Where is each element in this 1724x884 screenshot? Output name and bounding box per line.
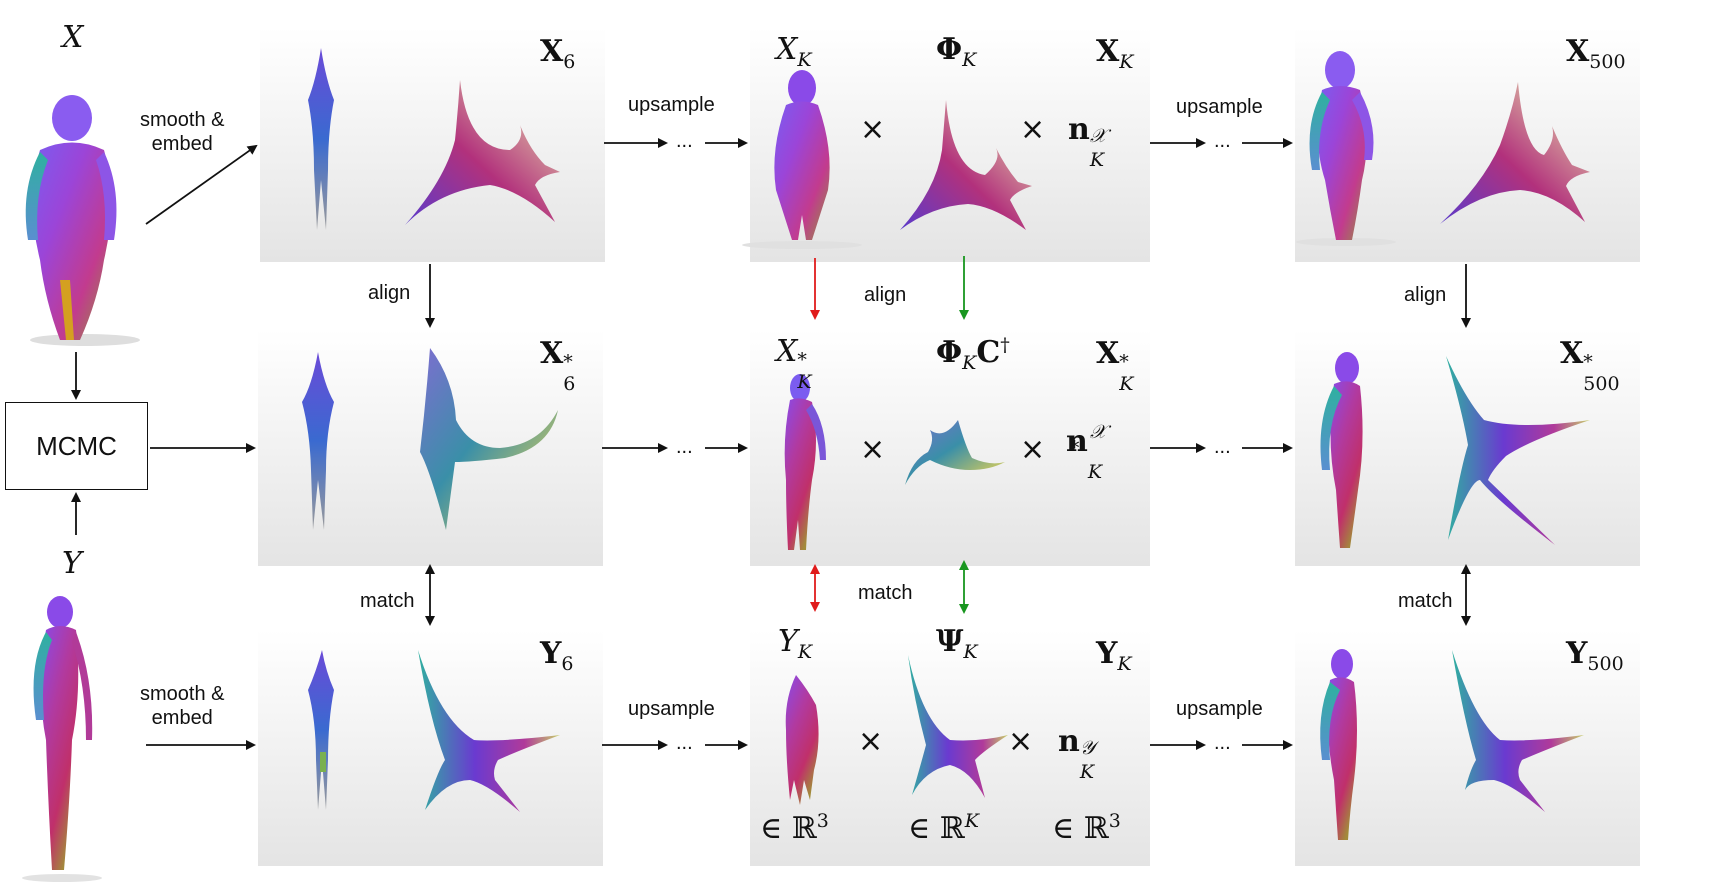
mcmc-label: MCMC	[36, 430, 117, 461]
label-match-1: match	[360, 590, 415, 612]
shape-y6-spike	[308, 650, 334, 810]
label-in-rk: ∈ ℝK	[908, 810, 979, 846]
ellipsis-3: ...	[676, 732, 693, 754]
label-x-mesh: X	[62, 20, 84, 55]
shape-x6-star-star	[420, 348, 558, 530]
shape-x6-spike	[308, 48, 334, 230]
label-xk-star-bold: X*K	[1096, 336, 1134, 395]
times-yk-1: ×	[858, 724, 884, 759]
shape-x500-star	[1440, 82, 1590, 224]
label-y-mesh: Y	[62, 546, 82, 581]
shape-yk-figure	[785, 675, 819, 805]
ellipsis-5: ...	[1214, 436, 1231, 458]
label-in-r3-1: ∈ ℝ3	[760, 810, 829, 846]
mcmc-box: MCMC	[5, 402, 148, 490]
mesh-x-figure	[25, 95, 140, 346]
shape-xk-figure	[742, 70, 862, 249]
label-y6: Y6	[540, 636, 574, 675]
label-smooth-embed-x: smooth &embed	[140, 109, 225, 155]
mesh-y-figure	[22, 596, 102, 882]
label-align-3: align	[1404, 284, 1447, 306]
times-yk-2: ×	[1008, 724, 1034, 759]
label-x500-star: X*500	[1560, 336, 1620, 395]
ellipsis-1: ...	[676, 130, 693, 152]
shape-x6-star	[405, 80, 560, 225]
times-xk-2: ×	[1020, 112, 1046, 147]
ellipsis-4: ...	[1214, 130, 1231, 152]
ellipsis-2: ...	[676, 436, 693, 458]
label-yk-bold: YK	[1096, 636, 1132, 675]
label-upsample-4: upsample	[1176, 698, 1263, 720]
label-smooth-embed-y: smooth &embed	[140, 683, 225, 729]
times-xk-1: ×	[860, 112, 886, 147]
label-yk-mesh: YK	[778, 624, 813, 663]
label-psi-k: ΨK	[936, 624, 978, 663]
label-upsample-2: upsample	[1176, 96, 1263, 118]
panel-y6	[258, 630, 603, 866]
shape-x500-star-figure	[1320, 352, 1363, 548]
label-align-1: align	[368, 282, 411, 304]
label-align-2: align	[864, 284, 907, 306]
label-xk-bold: XK	[1096, 34, 1134, 73]
label-match-2: match	[858, 582, 913, 604]
label-x500: X500	[1566, 34, 1626, 73]
ellipsis-6: ...	[1214, 732, 1231, 754]
times-xkstar-2: ×	[1020, 432, 1046, 467]
label-phi-k: ΦK	[936, 32, 977, 71]
shape-psi-k-star	[908, 655, 1008, 798]
shape-y500-star	[1452, 650, 1584, 812]
shape-x6-star-spike	[302, 352, 334, 530]
shape-x500-star-star	[1446, 356, 1590, 545]
label-phi-k-c: ΦKC†	[936, 334, 1010, 374]
shape-xk-star-phi	[905, 420, 1005, 485]
shape-x500-figure	[1296, 51, 1396, 246]
shape-y500-figure	[1320, 649, 1357, 840]
label-x6: X6	[540, 34, 576, 73]
shape-y6-star	[418, 650, 560, 812]
arrow-x-embed	[145, 144, 258, 225]
label-in-r3-2: ∈ ℝ3	[1052, 810, 1121, 846]
label-upsample-1: upsample	[628, 94, 715, 116]
times-xkstar-1: ×	[860, 432, 886, 467]
label-xk-mesh: XK	[776, 32, 812, 71]
label-upsample-3: upsample	[628, 698, 715, 720]
label-y500: Y500	[1566, 636, 1624, 675]
shape-xk-star-figure	[784, 374, 826, 550]
label-xk-star-mesh: X*K	[776, 334, 812, 393]
label-x6-star: X*6	[540, 336, 576, 395]
label-match-3: match	[1398, 590, 1453, 612]
shape-phi-k-star	[900, 100, 1032, 230]
